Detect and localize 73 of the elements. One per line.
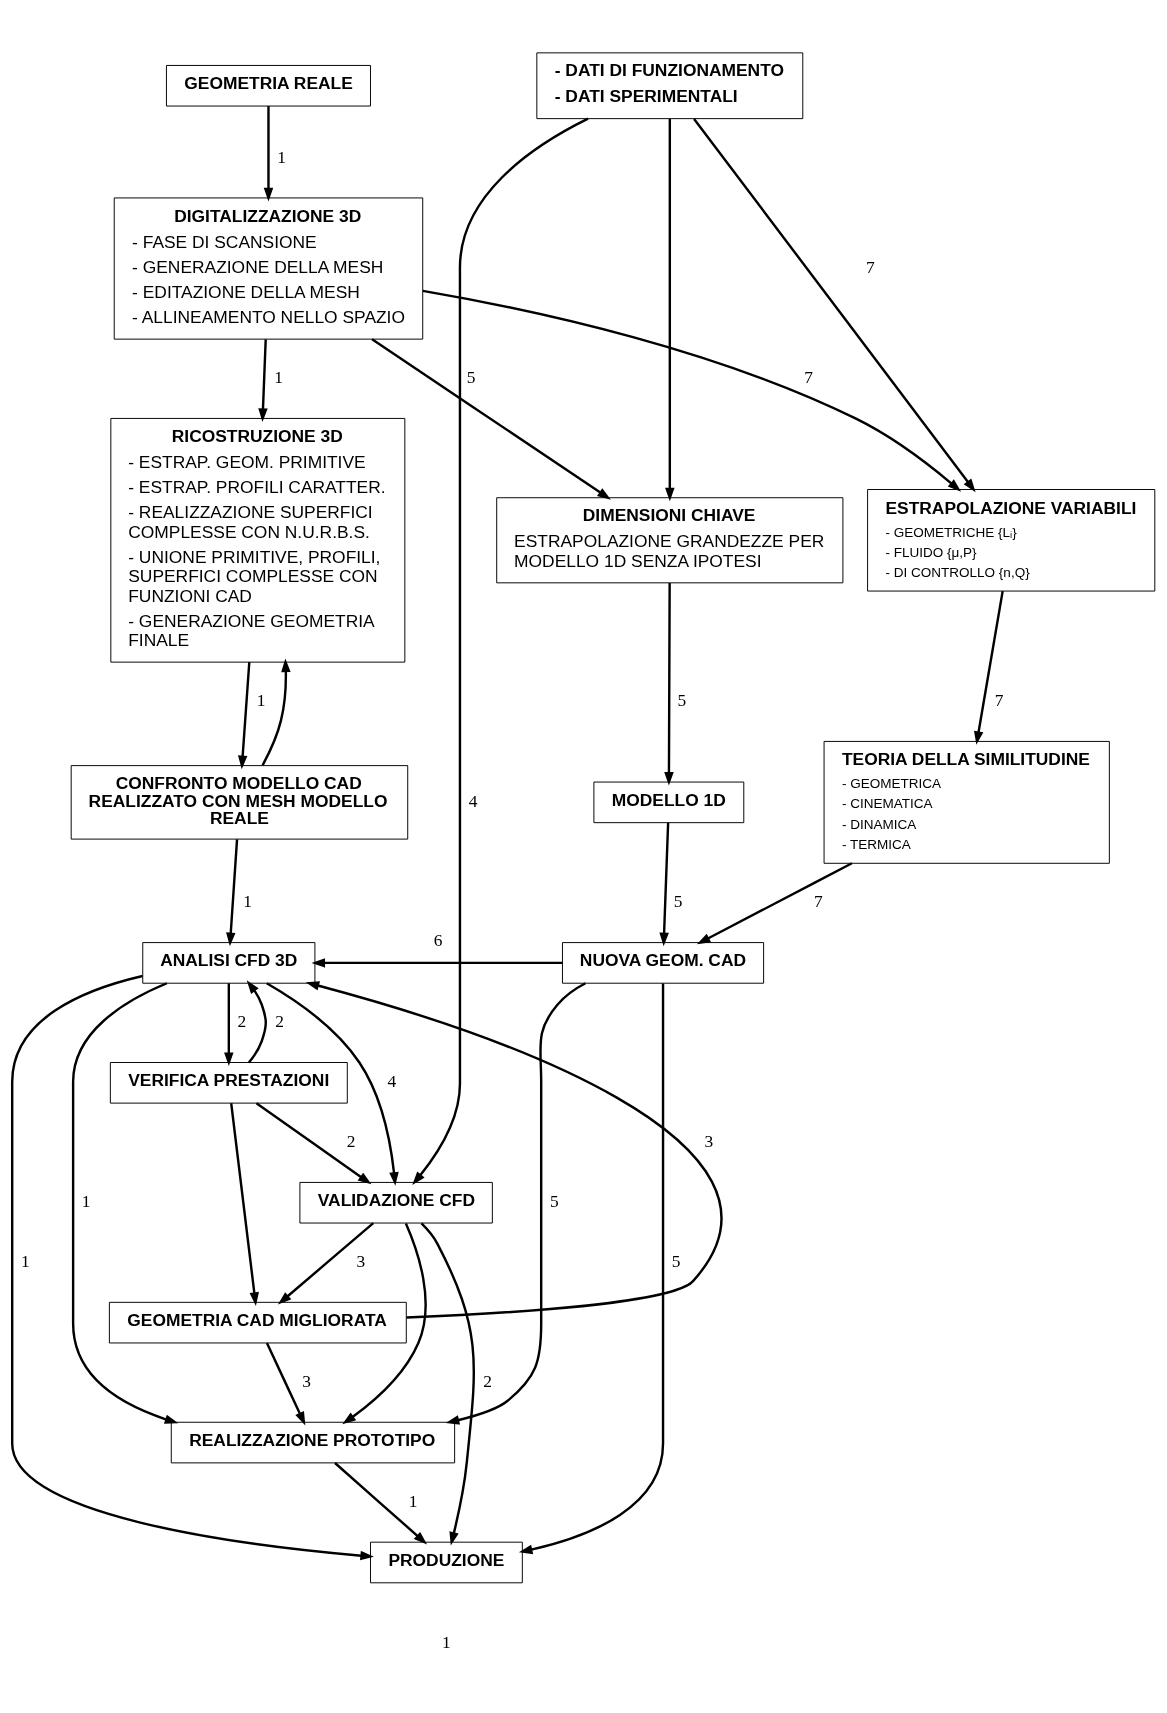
edge-label: 7	[994, 689, 1004, 710]
arrow	[258, 338, 268, 422]
arrow	[311, 957, 563, 968]
edge-label: 3	[704, 1130, 714, 1151]
arrow	[342, 1222, 427, 1424]
node-box: VERIFICA PRESTAZIONI	[109, 1061, 348, 1104]
edge-label: 1	[274, 366, 283, 387]
arrow	[305, 980, 723, 1319]
edge-label: 2	[275, 1010, 284, 1031]
node-box: DIGITALIZZAZIONE 3D - FASE DI SCANSIONE - GENERAZIONE DELLA MESH - EDITAZIONE DELLA MESH - ALLINEAMENTO NELLO SPAZIO	[113, 196, 424, 340]
edge-label: 4	[468, 790, 478, 811]
node-box: GEOMETRIA REALE	[165, 64, 371, 107]
edge-label: 5	[671, 1250, 681, 1271]
node-box: VALIDAZIONE CFD	[299, 1181, 493, 1224]
node-box: RICOSTRUZIONE 3D - ESTRAP. GEOM. PRIMITIVE - ESTRAP. PROFILI CARATTER. - REALIZZAZIONE SUPERFICI COMPLESSE CON N.U.R.B.S. - UNIONE PRIMITIVE, PROFILI, SUPERFICI COMPLESSE CON FUNZIONI CAD - GENERAZIONE GEOMETRIA FINALE	[110, 417, 406, 663]
node-box: NUOVA GEOM. CAD	[562, 941, 765, 984]
edge-label: 4	[387, 1070, 397, 1091]
edge-label: 1	[277, 146, 286, 167]
arrow	[237, 661, 251, 769]
node-box: DIMENSIONI CHIAVE ESTRAPOLAZIONE GRANDEZZE PER MODELLO 1D SENZA IPOTESI	[496, 496, 844, 583]
edge-label: 2	[346, 1130, 356, 1151]
edge-label: 7	[813, 890, 823, 911]
edge-label: 5	[549, 1190, 559, 1211]
arrow	[420, 1222, 475, 1546]
arrow	[255, 1101, 372, 1184]
arrow	[265, 1342, 306, 1425]
node-box: GEOMETRIA CAD MIGLIORATA	[108, 1301, 407, 1343]
arrow	[263, 105, 274, 201]
arrow	[422, 289, 962, 492]
node-box: - DATI DI FUNZIONAMENTO - DATI SPERIMENTALI	[536, 51, 804, 119]
arrow	[696, 861, 853, 944]
arrow	[412, 117, 589, 1185]
arrow	[226, 838, 239, 946]
node-box: CONFRONTO MODELLO CAD REALIZZATO CON MESH MODELLO REALE	[70, 764, 409, 840]
edge-label: 1	[20, 1250, 30, 1271]
edge-label: 1	[408, 1490, 418, 1511]
arrow	[974, 590, 1004, 745]
arrow	[230, 1102, 259, 1306]
arrow	[665, 118, 675, 501]
edge-label: 7	[866, 256, 875, 277]
edge-label: 5	[677, 689, 687, 710]
label: 1	[442, 1631, 451, 1652]
node-box: ANALISI CFD 3D	[142, 941, 316, 984]
node-box: PRODUZIONE	[370, 1541, 523, 1583]
edge-label: 5	[466, 366, 476, 387]
arrow	[261, 658, 291, 766]
arrow	[224, 982, 234, 1066]
edge-label: 3	[356, 1250, 366, 1271]
edge-label: 2	[483, 1370, 492, 1391]
arrow	[266, 981, 399, 1186]
arrow	[693, 117, 976, 492]
arrow	[11, 974, 374, 1560]
edge-label: 1	[256, 689, 266, 710]
edge-label: 1	[243, 890, 253, 911]
edge-label: 3	[302, 1370, 312, 1391]
edge-label: 6	[433, 929, 443, 950]
arrow	[664, 582, 674, 786]
arrow	[71, 981, 179, 1424]
arrow	[277, 1221, 375, 1305]
edge-label: 2	[237, 1010, 247, 1031]
arrow	[518, 983, 665, 1554]
arrow	[371, 337, 611, 500]
node-box: TEORIA DELLA SIMILITUDINE - GEOMETRICA - CINEMATICA - DINAMICA - TERMICA	[823, 740, 1110, 864]
arrow	[334, 1461, 428, 1544]
arrow	[659, 822, 670, 946]
arrow	[445, 981, 587, 1425]
edge-label: 5	[673, 890, 683, 911]
node-box: MODELLO 1D	[593, 781, 745, 823]
edge-label: 1	[81, 1190, 91, 1211]
edge-label: 7	[804, 366, 813, 387]
node-box: REALIZZAZIONE PROTOTIPO	[170, 1421, 456, 1463]
arrow	[246, 979, 267, 1063]
node-box: ESTRAPOLAZIONE VARIABILI - GEOMETRICHE {Lᵢ} - FLUIDO {μ,P} - DI CONTROLLO {n,Q}	[867, 488, 1156, 592]
